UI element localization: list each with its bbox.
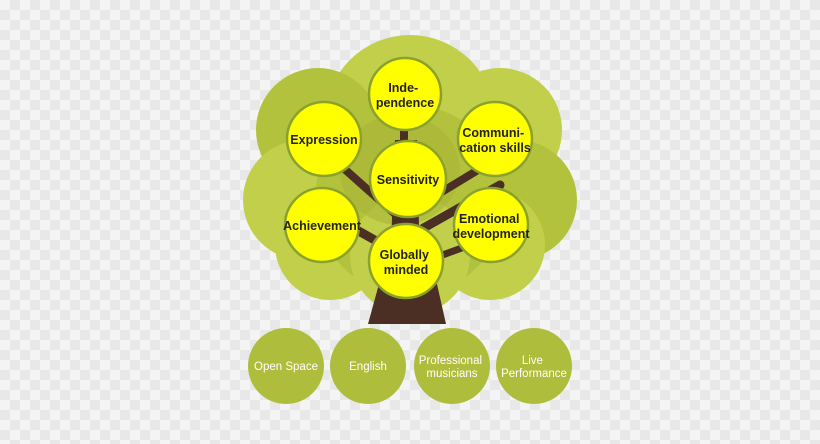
node-sensitivity: Sensitivity	[368, 139, 448, 219]
node-label-line: pendence	[376, 96, 434, 110]
foundation-professional-musicians: Professional musicians	[414, 328, 490, 404]
foundation-open-space: Open Space	[248, 328, 324, 404]
node-label-line: Inde-	[388, 81, 418, 95]
svg-text:Emotional development: Emotional development	[452, 212, 530, 241]
svg-text:Live Performance: Live Performance	[501, 355, 567, 380]
svg-text:Achievement: Achievement	[283, 219, 362, 233]
node-communication: Communi- cation skills	[456, 100, 534, 178]
foundation-label-line: Professional	[419, 355, 482, 367]
svg-text:Expression: Expression	[290, 133, 357, 147]
node-emotional: Emotional development	[452, 186, 530, 264]
svg-text:Communi- cation skills: Communi- cation skills	[459, 126, 531, 155]
foundation-label-line: Performance	[501, 368, 567, 380]
node-label-line: Emotional	[459, 212, 519, 226]
node-globally: Globally minded	[367, 222, 445, 300]
foundation-label-line: Open Space	[254, 361, 318, 373]
node-label-line: Globally	[380, 248, 429, 262]
foundation-english: English	[330, 328, 406, 404]
node-label-line: Communi-	[462, 126, 524, 140]
node-label-line: cation skills	[459, 141, 531, 155]
foundation-row: Open Space English Professional musician…	[248, 328, 572, 404]
svg-text:Globally minded: Globally minded	[380, 248, 433, 277]
svg-text:Professional musicians: Professional musicians	[419, 355, 486, 380]
node-label-line: Expression	[290, 133, 357, 147]
foundation-label-line: Live	[522, 355, 543, 367]
node-label-line: development	[452, 227, 530, 241]
node-independence: Inde- pendence	[367, 56, 443, 132]
quality-nodes: Inde- pendence Expression Communi- catio…	[283, 56, 534, 300]
node-label-line: Achievement	[283, 219, 362, 233]
foundation-label-line: English	[349, 361, 387, 373]
svg-text:English: English	[349, 361, 387, 373]
node-label-line: Sensitivity	[377, 173, 440, 187]
node-label-line: minded	[384, 263, 428, 277]
foundation-label-line: musicians	[426, 368, 477, 380]
svg-text:Sensitivity: Sensitivity	[377, 173, 440, 187]
node-expression: Expression	[285, 100, 363, 178]
svg-text:Inde- pendence: Inde- pendence	[376, 81, 434, 110]
node-achievement: Achievement	[283, 186, 362, 264]
foundation-live-performance: Live Performance	[496, 328, 572, 404]
svg-text:Open Space: Open Space	[254, 361, 318, 373]
